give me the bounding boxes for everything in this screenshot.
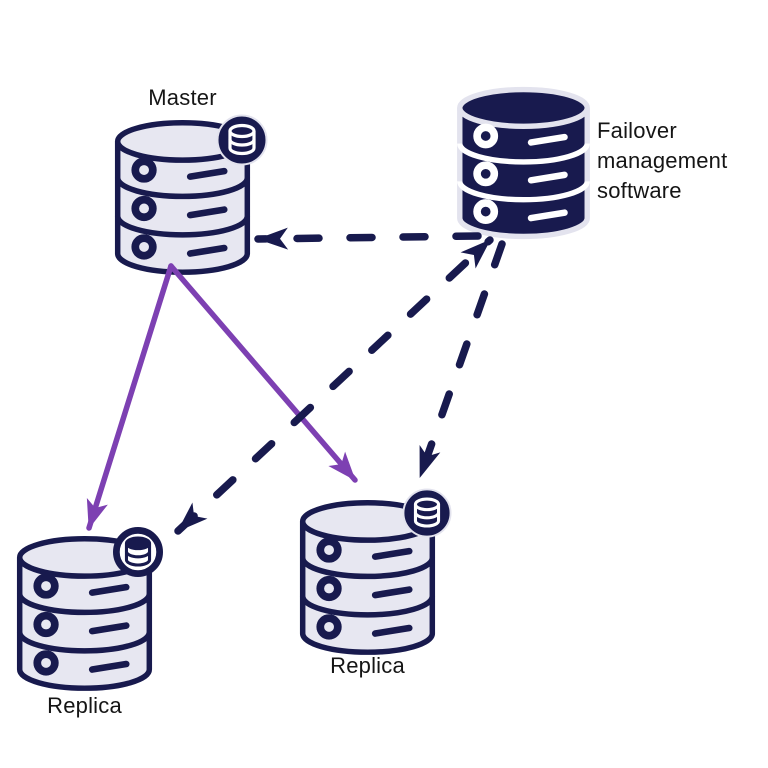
edge-master-to-replica-right [168,263,358,483]
replica-left-database-badge-icon [113,527,163,577]
master-label: Master [148,85,217,110]
replica-left-label: Replica [47,693,122,718]
master-database-badge-icon [216,114,268,166]
failover-label: Failover management software [597,118,728,203]
replica-right-label: Replica [330,653,405,678]
edge-master-to-replica-left [86,263,174,531]
replica-right-database-badge-icon [402,488,452,538]
edge-failover-to-master [254,227,482,250]
edge-failover-to-replica-right [416,240,506,481]
failover-database-icon [452,82,595,244]
